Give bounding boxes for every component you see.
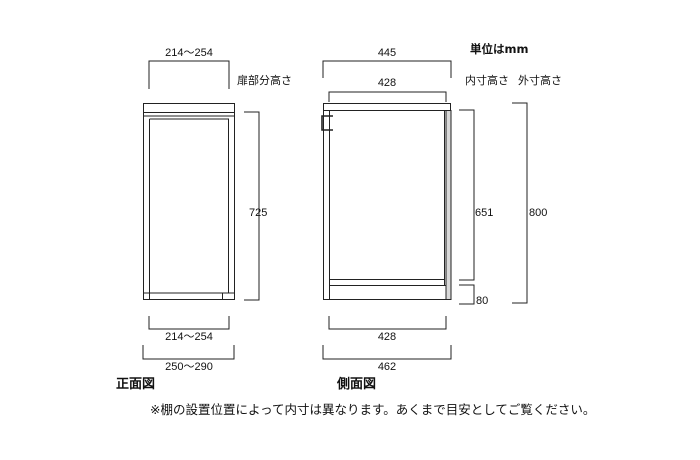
front-view: 214～254 扉部分高さ 725 214～254 250～290 正面図 (116, 47, 292, 392)
front-top-width-line (148, 60, 230, 89)
side-back-panel (445, 110, 452, 300)
front-view-caption: 正面図 (116, 377, 155, 392)
side-inner-depth-top-line (328, 91, 447, 102)
front-inner-width-label: 214～254 (165, 331, 213, 343)
side-inner-depth-top-label: 428 (378, 77, 396, 89)
front-inner-width-line (148, 316, 230, 330)
front-top-width-label: 214～254 (165, 47, 213, 59)
side-door-handle (321, 115, 333, 131)
side-total-depth-top-line (322, 60, 452, 78)
side-top-board (323, 103, 451, 111)
side-inner-depth-bottom-line (328, 316, 447, 330)
outer-height-label: 外寸高さ (518, 73, 562, 87)
side-total-depth-bottom-line (322, 345, 452, 360)
side-view: 単位はmm 445 428 内寸高さ 外寸高さ 651 80 800 428 (321, 42, 562, 392)
base-height-line (459, 284, 475, 305)
inner-height-value: 651 (475, 207, 493, 219)
side-view-caption: 側面図 (336, 376, 376, 392)
door-height-value: 725 (249, 207, 267, 219)
unit-label: 単位はmm (470, 42, 528, 56)
front-cabinet-body (143, 103, 235, 300)
outer-height-line (512, 102, 528, 304)
door-height-line (244, 111, 260, 301)
side-total-depth-top-label: 445 (378, 47, 396, 59)
side-inner-depth-bottom-label: 428 (378, 331, 396, 343)
door-height-label: 扉部分高さ (237, 73, 292, 87)
front-outer-width-line (142, 345, 235, 360)
base-height-value: 80 (476, 295, 488, 307)
footnote: ※棚の設置位置によって内寸は異なります。あくまで目安としてご覧ください。 (150, 402, 595, 417)
outer-height-value: 800 (529, 207, 547, 219)
inner-height-line (459, 109, 475, 281)
front-outer-width-label: 250～290 (165, 361, 213, 373)
inner-height-label: 内寸高さ (465, 73, 509, 87)
side-total-depth-bottom-label: 462 (378, 361, 396, 373)
front-top-board (143, 103, 235, 113)
